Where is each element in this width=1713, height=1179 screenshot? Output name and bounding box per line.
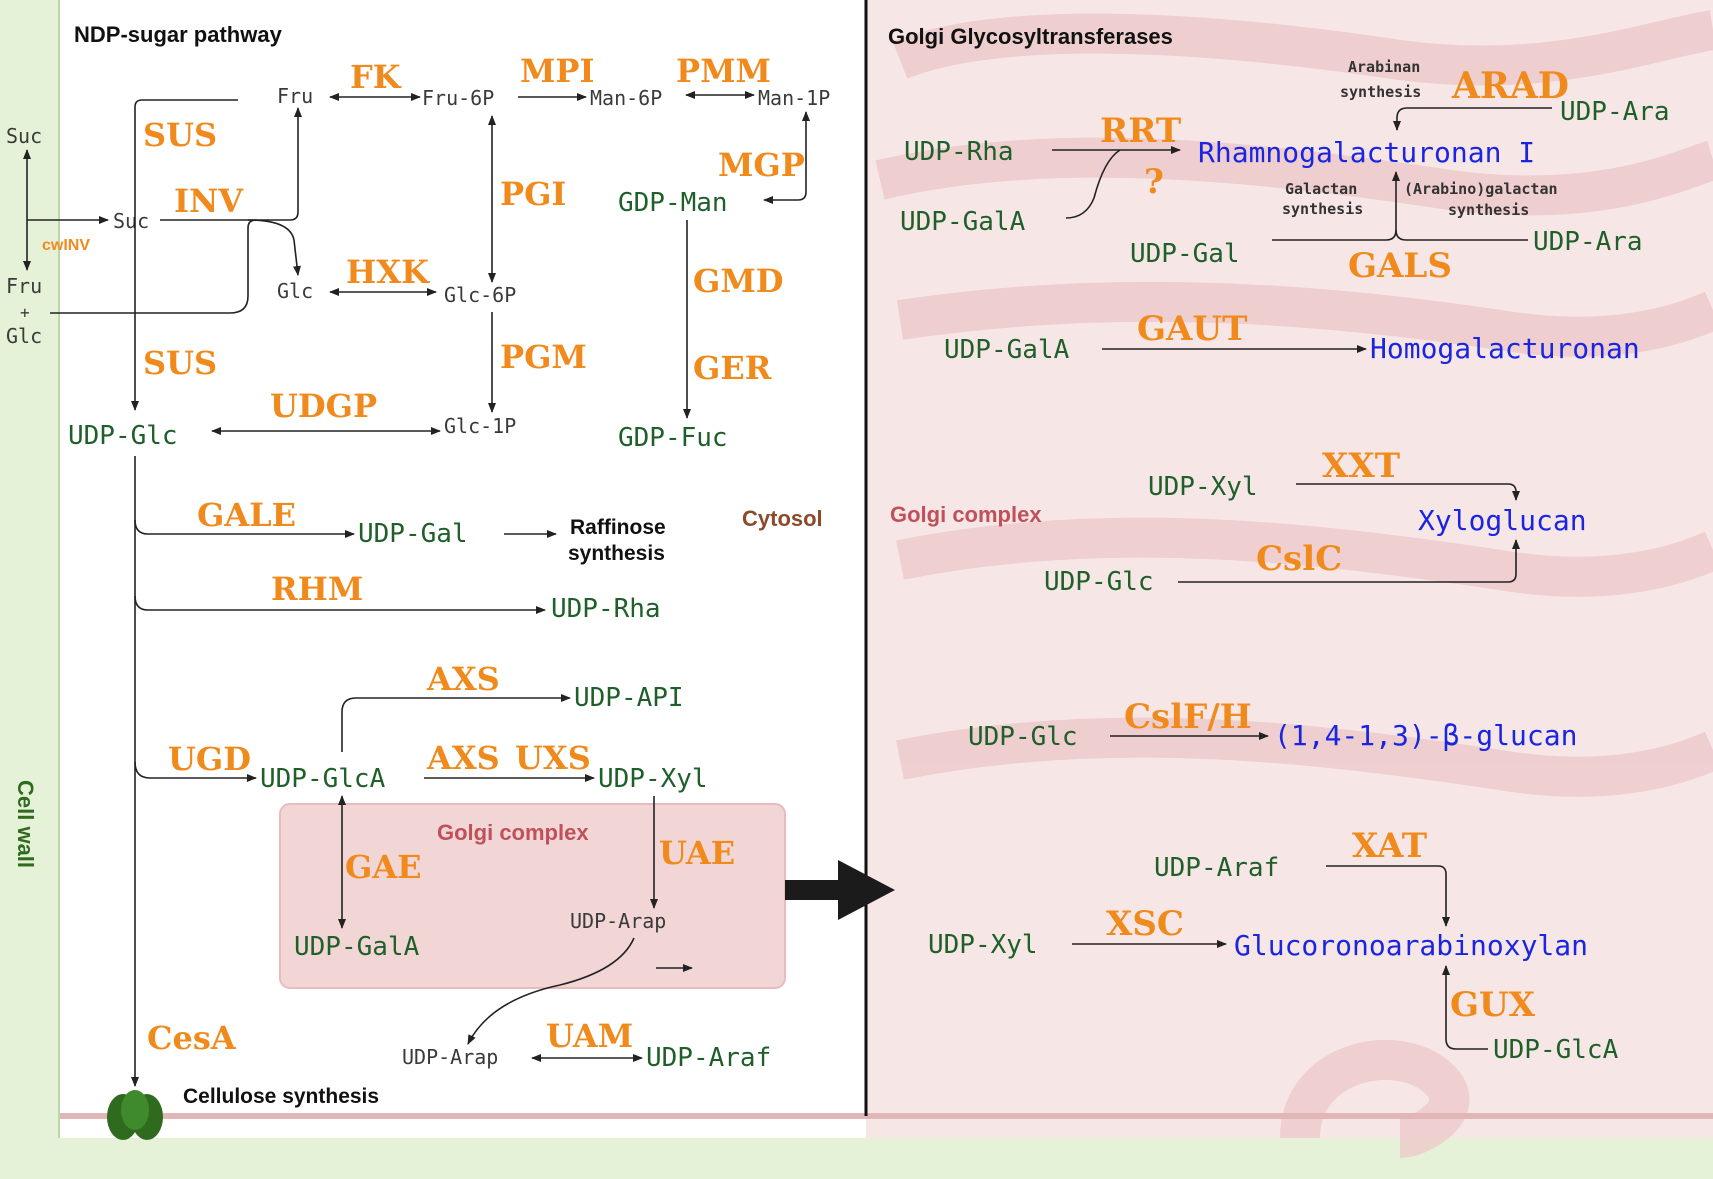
enzyme-sus-2: SUS bbox=[143, 344, 217, 382]
right-panel-title: Golgi Glycosyltransferases bbox=[888, 24, 1173, 49]
enzyme-uae: UAE bbox=[659, 834, 735, 872]
enzyme-mgp: MGP bbox=[718, 146, 805, 184]
enzyme-ugd: UGD bbox=[168, 740, 251, 778]
raffinose-line1: Raffinose bbox=[570, 516, 666, 539]
arabinan-line2: synthesis bbox=[1340, 83, 1421, 101]
enzyme-sus-1: SUS bbox=[143, 116, 217, 154]
enzyme-unknown: ? bbox=[1144, 162, 1164, 202]
met-udp-xyl: UDP-Xyl bbox=[598, 764, 708, 794]
met-udp-gala-1: UDP-GalA bbox=[900, 207, 1026, 237]
met-udp-api: UDP-API bbox=[574, 683, 684, 713]
met-fru6p: Fru-6P bbox=[422, 86, 494, 110]
met-udp-glc: UDP-Glc bbox=[68, 421, 178, 451]
met-udp-ara-2: UDP-Ara bbox=[1533, 227, 1643, 257]
enzyme-xsc: XSC bbox=[1106, 904, 1184, 944]
golgi-cisternae-decoration bbox=[875, 10, 1713, 1158]
outside-plus: + bbox=[20, 303, 30, 322]
met-udp-ara-1: UDP-Ara bbox=[1560, 97, 1670, 127]
met-gdp-fuc: GDP-Fuc bbox=[618, 423, 728, 453]
met-glc1p: Glc-1P bbox=[444, 414, 516, 438]
met-gdp-man: GDP-Man bbox=[618, 188, 728, 218]
poly-xyloglucan: Xyloglucan bbox=[1418, 504, 1587, 537]
enzyme-axs-2: AXS bbox=[426, 739, 500, 777]
enzyme-gale: GALE bbox=[197, 496, 296, 534]
met-udp-gala: UDP-GalA bbox=[294, 932, 420, 962]
met-udp-glca-right: UDP-GlcA bbox=[1493, 1035, 1619, 1065]
right-pathway-arrows bbox=[1052, 107, 1552, 1050]
poly-beta-glucan: (1,4-1,3)-β-glucan bbox=[1274, 719, 1577, 752]
enzyme-udgp: UDGP bbox=[270, 387, 377, 425]
outside-glc: Glc bbox=[6, 324, 42, 348]
enzyme-fk: FK bbox=[350, 58, 402, 96]
enzyme-axs-1: AXS bbox=[426, 660, 500, 698]
enzyme-cslc: CslC bbox=[1256, 539, 1342, 579]
left-pathway-arrows bbox=[50, 91, 810, 1087]
outside-fru: Fru bbox=[6, 274, 42, 298]
cellulose-synthesis-label: Cellulose synthesis bbox=[183, 1085, 379, 1108]
met-udp-rha-right: UDP-Rha bbox=[904, 137, 1014, 167]
met-udp-arap: UDP-Arap bbox=[402, 1045, 498, 1069]
cell-wall-label: Cell wall bbox=[13, 780, 38, 868]
met-man1p: Man-1P bbox=[758, 86, 830, 110]
golgi-label-left: Golgi complex bbox=[437, 820, 589, 845]
met-udp-gala-2: UDP-GalA bbox=[944, 335, 1070, 365]
enzyme-xat: XAT bbox=[1352, 826, 1427, 866]
outside-suc: Suc bbox=[6, 124, 42, 148]
raffinose-line2: synthesis bbox=[568, 542, 665, 565]
met-udp-gal-right: UDP-Gal bbox=[1130, 239, 1240, 269]
transport-arrow bbox=[785, 860, 895, 920]
met-udp-gal: UDP-Gal bbox=[358, 519, 468, 549]
galactan-line1: Galactan bbox=[1285, 180, 1357, 198]
enzyme-pmm: PMM bbox=[676, 52, 771, 90]
met-udp-glca: UDP-GlcA bbox=[260, 764, 386, 794]
enzyme-cslfh: CslF/H bbox=[1124, 697, 1252, 737]
met-man6p: Man-6P bbox=[590, 86, 662, 110]
enzyme-gae: GAE bbox=[345, 848, 422, 886]
enzyme-uam: UAM bbox=[546, 1017, 633, 1055]
cytosol-label: Cytosol bbox=[742, 506, 823, 531]
enzyme-mpi: MPI bbox=[520, 52, 594, 90]
enzyme-pgi: PGI bbox=[500, 175, 566, 213]
met-udp-xyl-1: UDP-Xyl bbox=[1148, 472, 1258, 502]
met-udp-araf: UDP-Araf bbox=[646, 1043, 771, 1073]
poly-homogalacturonan: Homogalacturonan bbox=[1370, 332, 1640, 365]
enzyme-ger: GER bbox=[693, 349, 772, 387]
arabinogalactan-line2: synthesis bbox=[1448, 201, 1529, 219]
golgi-label-right: Golgi complex bbox=[890, 502, 1042, 527]
galactan-line2: synthesis bbox=[1282, 200, 1363, 218]
enzyme-xxt: XXT bbox=[1322, 446, 1400, 486]
met-suc: Suc bbox=[113, 209, 149, 233]
cellulose-synthase-icon bbox=[107, 1090, 163, 1140]
poly-rg1: Rhamnogalacturonan I bbox=[1198, 136, 1535, 169]
enzyme-pgm: PGM bbox=[500, 338, 587, 376]
enzyme-cesa: CesA bbox=[147, 1019, 237, 1057]
met-udp-arap-golgi: UDP-Arap bbox=[570, 909, 666, 933]
met-glc6p: Glc-6P bbox=[444, 283, 516, 307]
enzyme-gmd: GMD bbox=[693, 262, 784, 300]
met-glc: Glc bbox=[277, 279, 313, 303]
enzyme-inv: INV bbox=[174, 182, 244, 220]
left-border bbox=[58, 0, 60, 1138]
met-fru: Fru bbox=[277, 84, 313, 108]
met-udp-glc-2: UDP-Glc bbox=[968, 722, 1078, 752]
left-panel-title: NDP-sugar pathway bbox=[74, 22, 283, 47]
enzyme-hxk: HXK bbox=[346, 253, 430, 291]
enzyme-arad: ARAD bbox=[1451, 65, 1569, 107]
enzyme-uxs: UXS bbox=[515, 739, 591, 777]
enzyme-gux: GUX bbox=[1450, 985, 1536, 1025]
arabinan-line1: Arabinan bbox=[1348, 58, 1420, 76]
poly-gax: Glucoronoarabinoxylan bbox=[1234, 929, 1588, 962]
arabinogalactan-line1: (Arabino)galactan bbox=[1404, 180, 1558, 198]
met-udp-rha: UDP-Rha bbox=[551, 594, 661, 624]
enzyme-cwinv: cwINV bbox=[42, 237, 90, 254]
met-udp-xyl-2: UDP-Xyl bbox=[928, 930, 1038, 960]
enzyme-gals: GALS bbox=[1348, 246, 1452, 286]
met-udp-glc-1: UDP-Glc bbox=[1044, 567, 1154, 597]
met-udp-araf-right: UDP-Araf bbox=[1154, 853, 1279, 883]
enzyme-rrt: RRT bbox=[1100, 111, 1181, 151]
enzyme-gaut: GAUT bbox=[1137, 309, 1247, 349]
enzyme-rhm: RHM bbox=[271, 570, 363, 608]
